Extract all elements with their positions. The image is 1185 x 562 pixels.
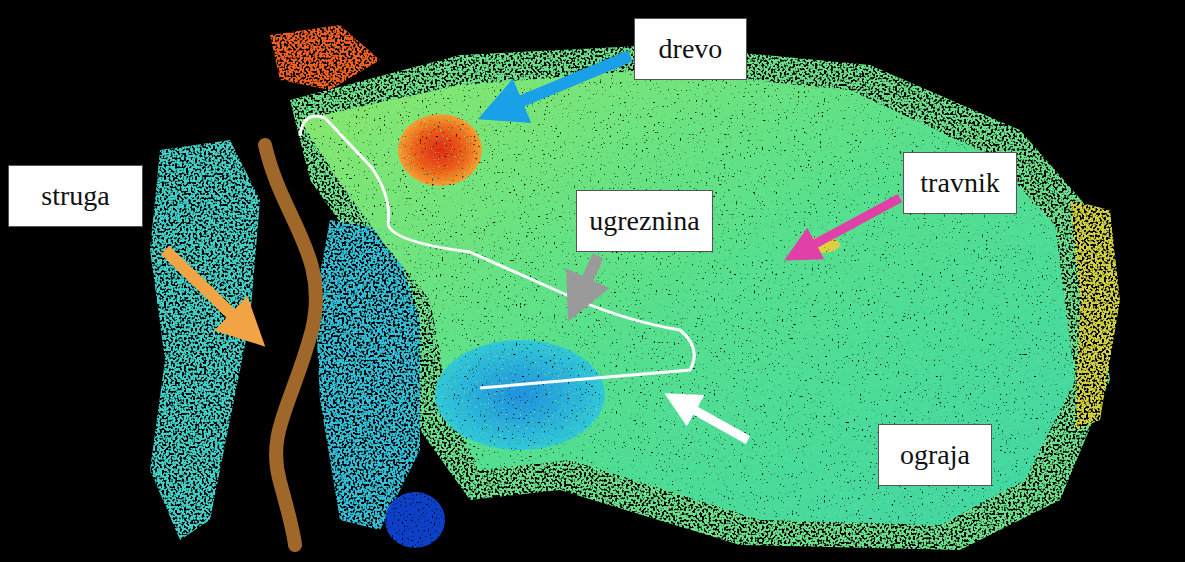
pointer-arrow (680, 402, 748, 440)
label-box: drevo (634, 18, 747, 80)
pointer-arrow (500, 56, 630, 110)
label-text: ugreznina (589, 206, 699, 237)
label-box: ograja (878, 424, 992, 486)
label-text: drevo (659, 34, 723, 65)
pointer-arrow (165, 250, 248, 330)
label-box: struga (8, 165, 143, 227)
label-text: struga (41, 181, 109, 212)
label-text: travnik (920, 168, 999, 199)
pointer-arrow (578, 256, 598, 300)
pointer-arrow (800, 198, 900, 252)
fence-line (300, 116, 694, 388)
label-box: travnik (903, 152, 1017, 214)
ditch-line (265, 145, 316, 545)
label-box: ugreznina (576, 190, 713, 252)
label-text: ograja (900, 440, 970, 471)
